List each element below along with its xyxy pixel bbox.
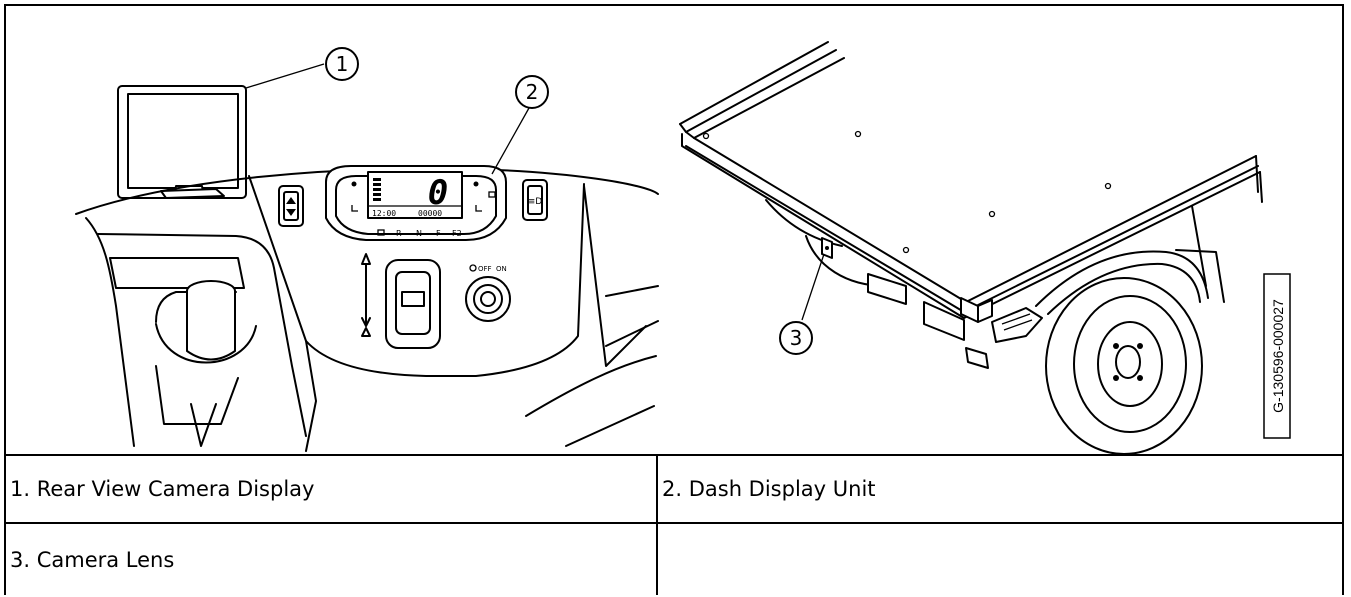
callout-3-circle [779, 321, 813, 355]
gear-label-n: N [416, 229, 422, 238]
gear-label-f: F [436, 229, 441, 238]
legend-item-1: 1. Rear View Camera Display [4, 454, 658, 524]
rear-wheel [1045, 277, 1203, 454]
battery-bar-graph [373, 178, 381, 201]
raise-lower-switch [278, 185, 304, 227]
light-icon [475, 205, 482, 212]
speed-digit: 0 [428, 173, 448, 213]
drawing-id-box: G-130596-000027 [1263, 273, 1291, 439]
direction-selector [361, 253, 441, 349]
gear-label-f2: F2 [452, 229, 462, 238]
illustration: ≡D 0 12:00 00000 [75, 41, 1291, 454]
drawing-id: G-130596-000027 [1270, 299, 1286, 413]
indicator-right-icon [473, 181, 479, 187]
svg-text:≡D: ≡D [528, 197, 543, 207]
vehicle-rear-illustration: 3 G-130596-000027 [679, 41, 1291, 454]
parking-icon [351, 205, 358, 212]
legend-item-3: 3. Camera Lens [4, 522, 658, 595]
legend-row: 1. Rear View Camera Display 2. Dash Disp… [4, 454, 1344, 524]
legend-table: 1. Rear View Camera Display 2. Dash Disp… [4, 454, 1344, 595]
battery-icon [488, 191, 496, 198]
gear-label-r: R [396, 229, 402, 238]
key-on-label: ON [496, 265, 507, 273]
callout-1-circle [325, 47, 359, 81]
callout-2-circle [515, 75, 549, 109]
callout-2-number: 2 [526, 80, 539, 104]
clock-readout: 12:00 [372, 209, 396, 218]
indicator-left-icon [351, 181, 357, 187]
callout-1-leader [245, 63, 325, 89]
key-switch: OFF ON [465, 264, 511, 322]
legend-item-4 [656, 522, 1344, 595]
callout-3-number: 3 [790, 326, 803, 350]
callout-3-leader [801, 253, 825, 321]
legend-item-2: 2. Dash Display Unit [656, 454, 1344, 524]
dashboard-illustration: ≡D 0 12:00 00000 [75, 47, 659, 452]
headlight-switch: ≡D [522, 179, 548, 221]
key-off-label: OFF [478, 265, 492, 273]
callout-2-leader [491, 107, 530, 175]
odometer-readout: 00000 [418, 209, 442, 218]
legend-row: 3. Camera Lens [4, 522, 1344, 595]
camera-lens [821, 237, 833, 259]
figure-frame: ≡D 0 12:00 00000 [4, 4, 1344, 456]
camera-icon [377, 229, 385, 236]
rear-view-camera-monitor [117, 85, 247, 199]
callout-1-number: 1 [336, 52, 349, 76]
dash-display-unit: 0 12:00 00000 R N F F2 [325, 165, 507, 241]
